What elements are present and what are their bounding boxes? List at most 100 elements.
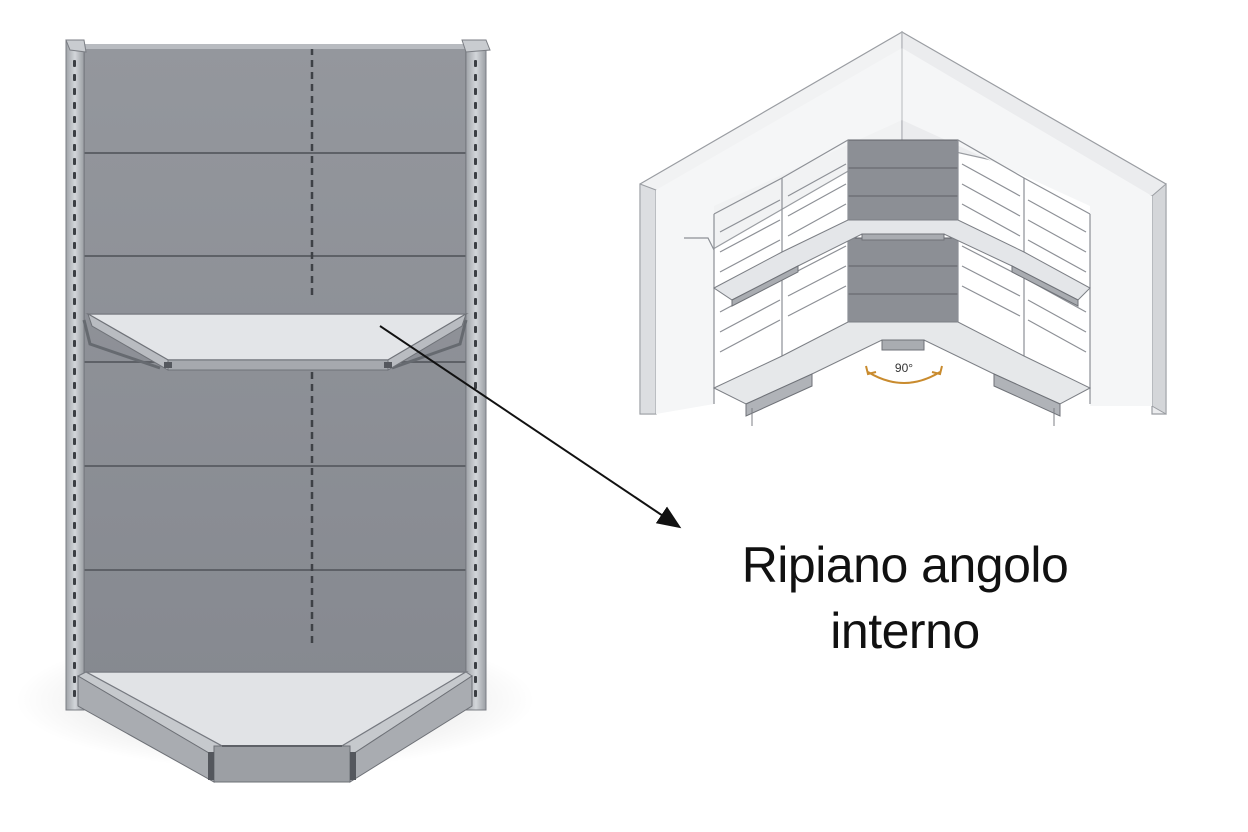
upright-slot bbox=[73, 256, 76, 263]
upright-slot bbox=[474, 494, 477, 501]
upright-slot bbox=[474, 368, 477, 375]
upright-slot bbox=[474, 312, 477, 319]
upright-slot bbox=[73, 214, 76, 221]
upright-slot bbox=[474, 620, 477, 627]
upright-slot bbox=[73, 676, 76, 683]
upright-slot bbox=[474, 508, 477, 515]
upright-slot bbox=[474, 88, 477, 95]
upright-slot bbox=[474, 480, 477, 487]
upright-slot bbox=[474, 522, 477, 529]
upright-slot bbox=[73, 662, 76, 669]
caption: Ripiano angolo interno bbox=[690, 532, 1120, 664]
upright-slot bbox=[73, 312, 76, 319]
upright-slot bbox=[73, 424, 76, 431]
caption-line-1: Ripiano angolo bbox=[741, 537, 1069, 593]
upright-slot bbox=[73, 620, 76, 627]
upright-slot bbox=[73, 410, 76, 417]
upright-slot bbox=[474, 550, 477, 557]
upright-slot bbox=[73, 466, 76, 473]
upright-slot bbox=[73, 494, 76, 501]
right-upright bbox=[65, 39, 491, 711]
upright-slot bbox=[73, 480, 76, 487]
shelf-unit-front-view bbox=[15, 39, 535, 783]
base-corner-shelf bbox=[76, 671, 473, 783]
upright-slot bbox=[73, 648, 76, 655]
upright-slot bbox=[73, 368, 76, 375]
upright-slot bbox=[73, 536, 76, 543]
angle-indicator: 90° bbox=[865, 361, 943, 384]
upright-slot bbox=[474, 130, 477, 137]
upright-slot bbox=[73, 452, 76, 459]
upright-slot bbox=[474, 564, 477, 571]
upright-slot bbox=[474, 284, 477, 291]
corner-walls bbox=[639, 30, 1167, 415]
upright-slot bbox=[73, 298, 76, 305]
upright-slot bbox=[474, 340, 477, 347]
upright-slot bbox=[474, 242, 477, 249]
upright-slot bbox=[474, 410, 477, 417]
upright-slot bbox=[73, 228, 76, 235]
upright-slot bbox=[474, 102, 477, 109]
upright-slot bbox=[474, 578, 477, 585]
upright-slot bbox=[73, 508, 76, 515]
upright-slot bbox=[73, 690, 76, 697]
upright-slot bbox=[474, 648, 477, 655]
upright-slot bbox=[73, 158, 76, 165]
angle-label: 90° bbox=[895, 361, 913, 375]
upright-slot bbox=[474, 634, 477, 641]
upright-slot bbox=[474, 214, 477, 221]
upright-slot bbox=[474, 676, 477, 683]
upright-slot bbox=[474, 592, 477, 599]
corner-isometric-view: 90° bbox=[639, 30, 1167, 426]
upright-slot bbox=[73, 284, 76, 291]
upright-slot bbox=[474, 158, 477, 165]
upright-slot bbox=[474, 536, 477, 543]
upright-slot bbox=[73, 326, 76, 333]
upright-slot bbox=[474, 396, 477, 403]
upright-slot bbox=[474, 354, 477, 361]
left-upright bbox=[65, 39, 85, 711]
upright-slot bbox=[73, 438, 76, 445]
upright-slot bbox=[73, 634, 76, 641]
upright-slot bbox=[73, 144, 76, 151]
upright-slot bbox=[73, 270, 76, 277]
upright-slot bbox=[474, 270, 477, 277]
upright-slot bbox=[73, 88, 76, 95]
upright-slot bbox=[474, 466, 477, 473]
upright-slot bbox=[73, 186, 76, 193]
upright-slot bbox=[73, 74, 76, 81]
upright-slot bbox=[73, 340, 76, 347]
upright-slot bbox=[73, 382, 76, 389]
upright-slot bbox=[474, 424, 477, 431]
upright-slot bbox=[474, 662, 477, 669]
upright-slot bbox=[474, 690, 477, 697]
upright-slot bbox=[73, 172, 76, 179]
upright-slot bbox=[73, 60, 76, 67]
caption-line-2: interno bbox=[830, 603, 980, 659]
upright-slot bbox=[474, 452, 477, 459]
upright-slot bbox=[474, 116, 477, 123]
callout-arrow bbox=[379, 325, 682, 529]
upright-slot bbox=[474, 172, 477, 179]
bottom-shelves bbox=[712, 321, 1092, 426]
upright-slot bbox=[474, 74, 477, 81]
upright-slot bbox=[474, 298, 477, 305]
upright-slot bbox=[73, 102, 76, 109]
upper-shelves bbox=[713, 219, 1091, 307]
upright-slot bbox=[73, 396, 76, 403]
upright-slot bbox=[73, 116, 76, 123]
upright-slot bbox=[474, 60, 477, 67]
upright-slot bbox=[73, 592, 76, 599]
upright-slot bbox=[474, 256, 477, 263]
upright-slot bbox=[73, 522, 76, 529]
upright-slot bbox=[73, 564, 76, 571]
upright-slot bbox=[73, 354, 76, 361]
upright-slot bbox=[73, 578, 76, 585]
upright-slot bbox=[73, 550, 76, 557]
upright-slot bbox=[474, 606, 477, 613]
upright-slot bbox=[73, 130, 76, 137]
upright-slot bbox=[474, 326, 477, 333]
upright-slot bbox=[474, 144, 477, 151]
upright-slot bbox=[474, 186, 477, 193]
